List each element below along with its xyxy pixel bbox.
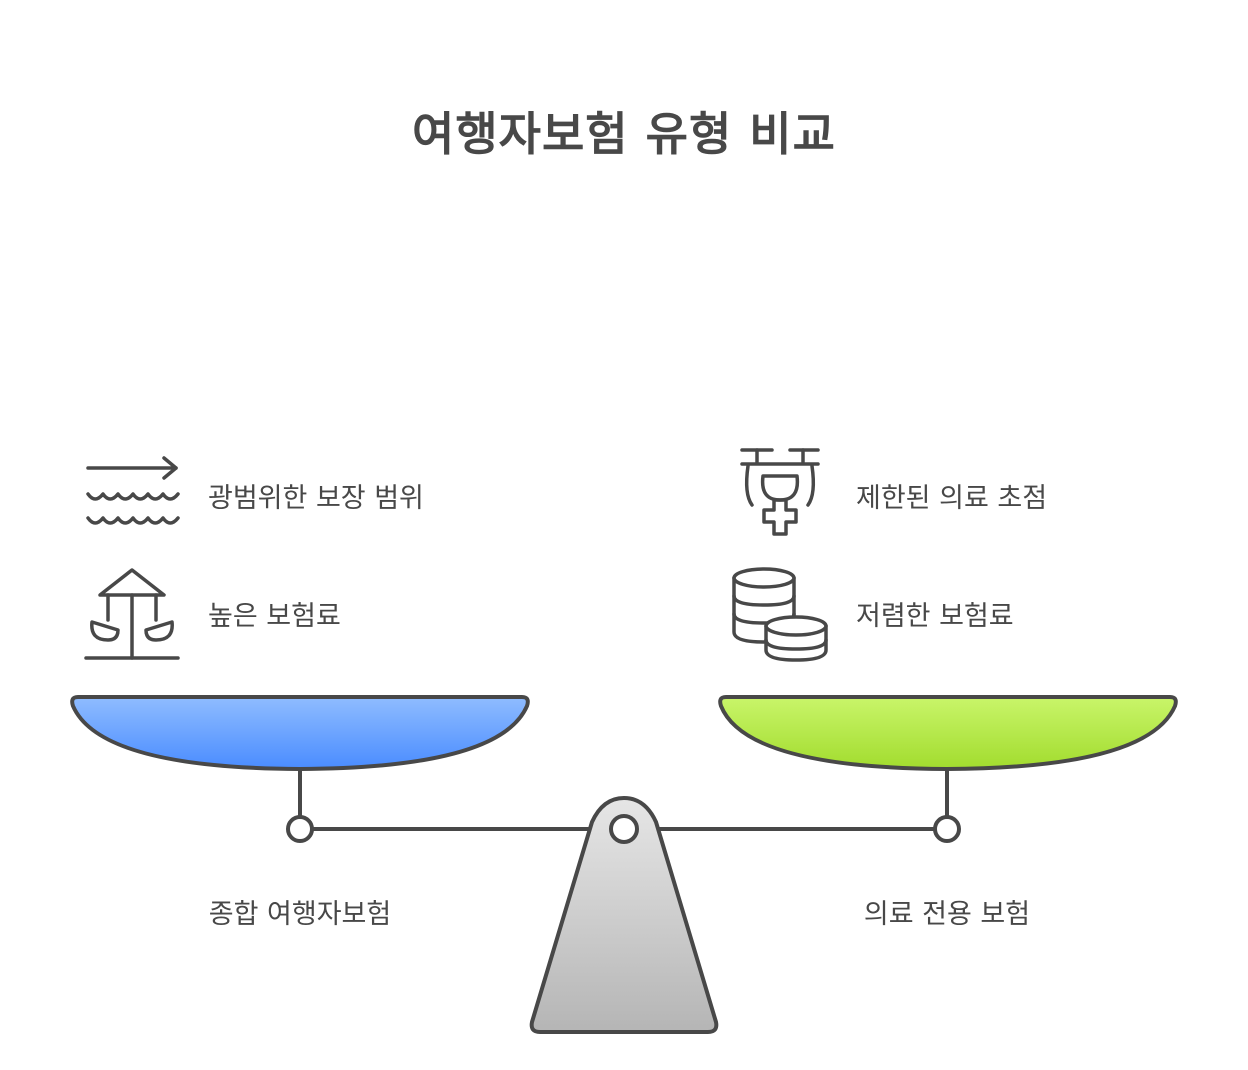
feature-label-medical-focus: 제한된 의료 초점 — [856, 483, 1048, 514]
right-pan — [718, 695, 1178, 771]
wide-waves-arrow-icon — [86, 456, 180, 525]
fulcrum-pivot — [609, 814, 639, 844]
page-title: 여행자보험 유형 비교 — [412, 107, 836, 161]
feature-label-wide-coverage: 광범위한 보장 범위 — [208, 483, 424, 514]
feature-label-low-premium: 저렴한 보험료 — [856, 601, 1014, 632]
left-pan-label: 종합 여행자보험 — [208, 899, 392, 930]
feature-label-high-premium: 높은 보험료 — [208, 601, 341, 632]
right-pan-label: 의료 전용 보험 — [863, 899, 1031, 930]
right-hanger-joint — [933, 815, 961, 843]
medical-drone-icon — [740, 448, 820, 536]
left-pan — [70, 695, 530, 771]
coin-stacks-icon — [732, 567, 828, 662]
fulcrum — [529, 796, 719, 1034]
left-hanger-joint — [286, 815, 314, 843]
swing-ride-icon — [84, 568, 180, 660]
